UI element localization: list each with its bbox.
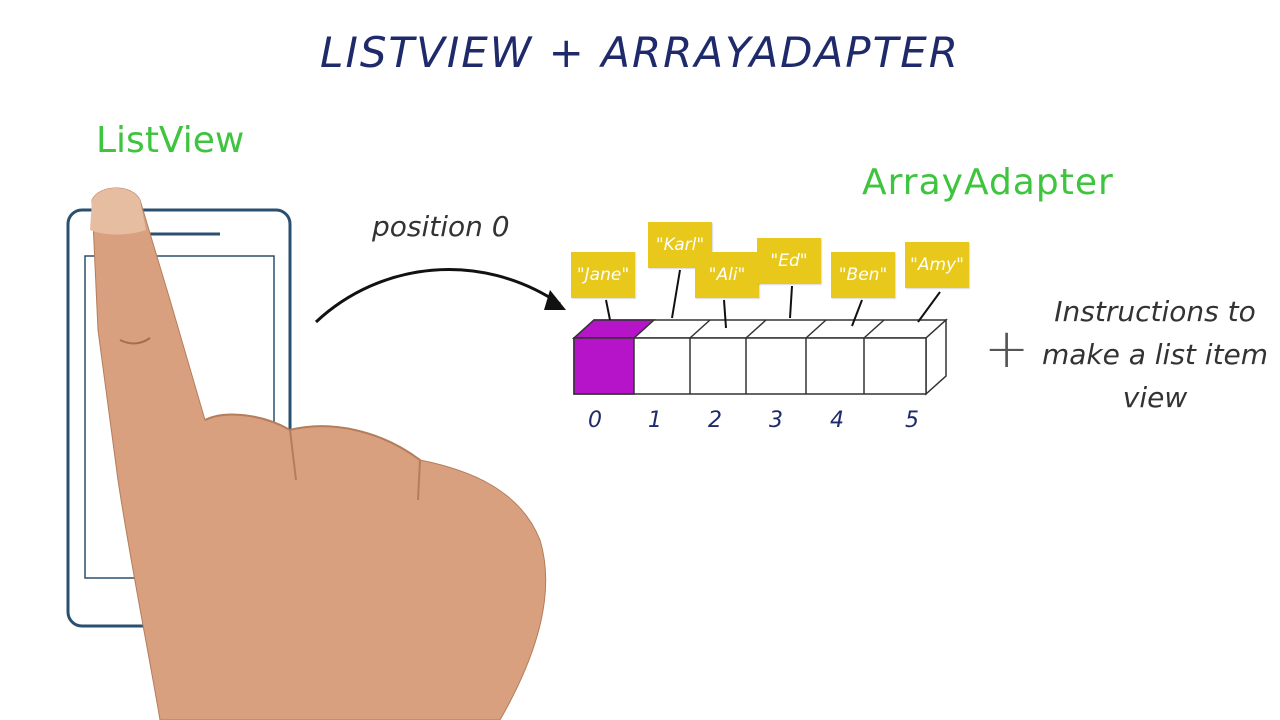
array-index: 4 bbox=[830, 408, 844, 433]
instructions-line: Instructions to bbox=[1054, 295, 1256, 328]
array-item-card: "Amy" bbox=[905, 242, 969, 288]
plus-sign: + bbox=[984, 317, 1030, 380]
listview-label: ListView bbox=[96, 120, 245, 161]
array-index: 5 bbox=[905, 408, 919, 433]
array-item-card: "Ben" bbox=[831, 252, 895, 298]
array-item-card: "Ed" bbox=[757, 238, 821, 284]
array-index: 1 bbox=[648, 408, 662, 433]
array-item-card: "Jane" bbox=[571, 252, 635, 298]
array-index: 3 bbox=[769, 408, 783, 433]
instructions-text: Instructions to make a list item view bbox=[1030, 290, 1280, 419]
array-item-card: "Ali" bbox=[695, 252, 759, 298]
arrayadapter-label: ArrayAdapter bbox=[862, 162, 1114, 203]
array-index: 2 bbox=[708, 408, 722, 433]
position-label: position 0 bbox=[372, 210, 510, 243]
diagram-title: LISTVIEW + ARRAYADAPTER bbox=[320, 28, 960, 77]
instructions-line: view bbox=[1122, 381, 1188, 414]
array-index: 0 bbox=[588, 408, 602, 433]
position-arrow bbox=[314, 268, 566, 324]
array-box bbox=[572, 318, 948, 396]
pointing-hand-icon bbox=[90, 187, 547, 720]
card-pointers bbox=[605, 269, 941, 329]
instructions-line: make a list item bbox=[1041, 338, 1269, 371]
